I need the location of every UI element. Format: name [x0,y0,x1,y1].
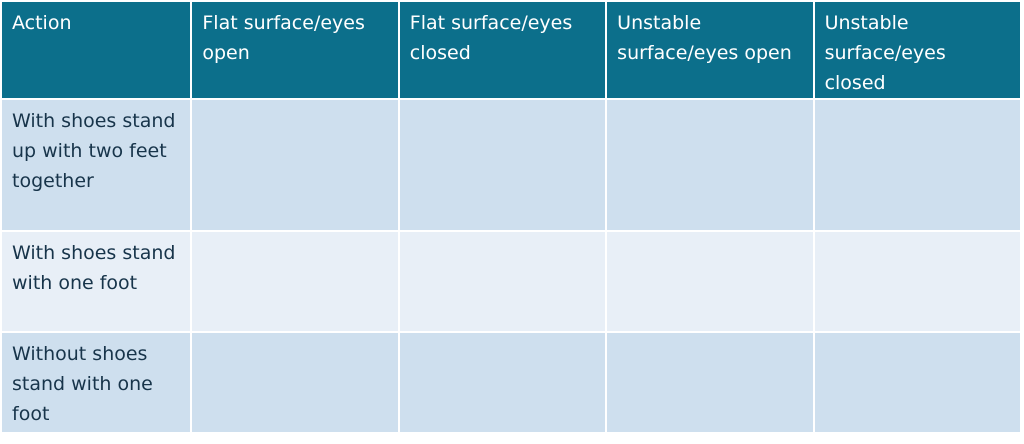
row-action-label: With shoes stand with one foot [2,231,191,331]
table-cell [399,332,606,432]
table-row: With shoes stand with one foot [2,231,1020,331]
table-cell [607,231,813,331]
table-cell [399,231,606,331]
table-row: Without shoes stand with one foot [2,332,1020,432]
header-unstable-eyes-closed: Unstable surface/eyes closed [814,2,1020,98]
header-action: Action [2,2,191,98]
row-action-label: Without shoes stand with one foot [2,332,191,432]
table-cell [192,100,398,230]
row-action-label: With shoes stand up with two feet togeth… [2,100,191,230]
table-row: With shoes stand up with two feet togeth… [2,100,1020,230]
table-cell [814,332,1020,432]
table-cell [399,100,606,230]
table-cell [607,332,813,432]
header-unstable-eyes-open: Unstable surface/eyes open [607,2,813,98]
table-cell [192,332,398,432]
table-cell [192,231,398,331]
table-cell [814,100,1020,230]
table-cell [607,100,813,230]
header-flat-eyes-open: Flat surface/eyes open [192,2,398,98]
header-flat-eyes-closed: Flat surface/eyes closed [399,2,606,98]
header-row: Action Flat surface/eyes open Flat surfa… [2,2,1020,98]
balance-test-table: Action Flat surface/eyes open Flat surfa… [2,2,1020,432]
table-cell [814,231,1020,331]
